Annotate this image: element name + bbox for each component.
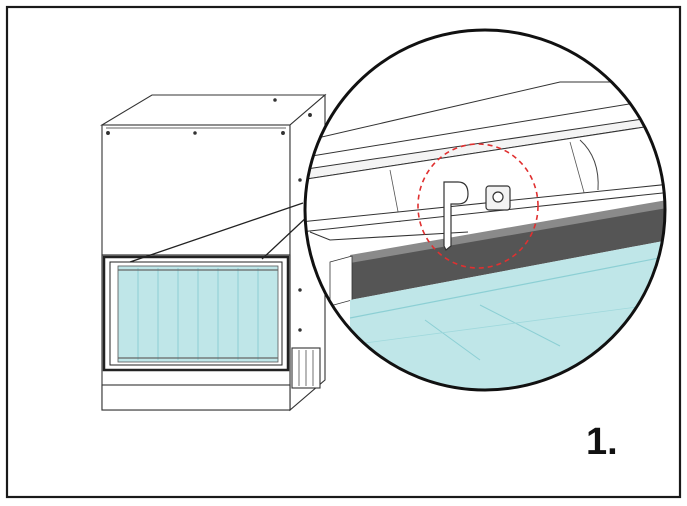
detail-magnifier-circle: [303, 28, 667, 392]
figure-frame: [5, 5, 682, 499]
panel-filter: [117, 265, 279, 363]
filter-latch-clip: [443, 181, 511, 251]
step-number-label: 1.: [586, 421, 618, 463]
dashed-highlight-circle: [417, 143, 539, 269]
filter-opening: [102, 255, 290, 372]
air-handler-unit: [100, 93, 327, 412]
